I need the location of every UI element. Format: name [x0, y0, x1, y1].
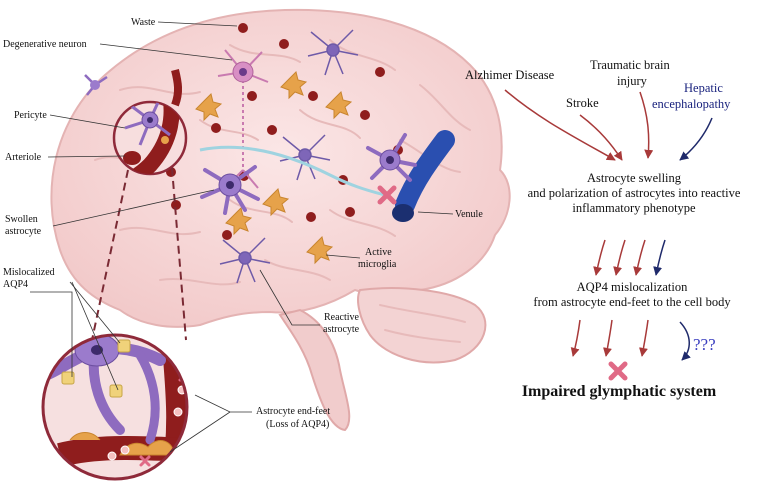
zoom-connector-right — [171, 167, 187, 341]
reactive-astrocyte — [279, 134, 331, 181]
waste-particle — [308, 91, 318, 101]
arrow-alzheimer — [504, 89, 616, 161]
microglia-cell — [280, 71, 308, 100]
cause-hepatic-2: encephalopathy — [652, 97, 731, 111]
arrow-step2-a — [570, 319, 581, 357]
arrow-step2-c — [639, 319, 649, 357]
arrow-stroke — [579, 114, 623, 161]
astrocyte-on-venule — [366, 133, 417, 182]
arrow-step1-a — [593, 239, 606, 276]
cause-hepatic-1: Hepatic — [684, 81, 723, 95]
cause-tbi-2: injury — [617, 74, 648, 88]
result-impaired-glymphatic: Impaired glymphatic system — [522, 383, 717, 400]
end-feet-inset — [41, 333, 189, 481]
reactive-astrocyte — [307, 29, 359, 76]
arrow-step1-b — [613, 239, 626, 276]
labels-center: Venule Active microglia Reactive astrocy… — [169, 209, 483, 453]
label-pericyte: Pericyte — [14, 110, 47, 121]
waste-particle — [375, 67, 385, 77]
arrow-step1-d — [653, 239, 666, 276]
impaired-cross — [608, 361, 628, 381]
waste-particle — [306, 212, 316, 222]
arrow-hepatic — [679, 117, 713, 161]
waste-particle — [267, 125, 277, 135]
swollen-astrocyte — [200, 165, 260, 215]
label-active-microglia-2: microglia — [358, 259, 397, 270]
label-degenerative-neuron: Degenerative neuron — [3, 39, 87, 50]
waste-particle — [247, 91, 257, 101]
step1-line2: and polarization of astrocytes into reac… — [528, 186, 741, 200]
microglia-cell — [306, 236, 334, 265]
label-reactive-astrocyte-1: Reactive — [324, 312, 360, 323]
label-venule: Venule — [455, 209, 483, 220]
waste-particle — [345, 207, 355, 217]
waste-particle — [238, 23, 248, 33]
step2-line2: from astrocyte end-feet to the cell body — [533, 295, 731, 309]
arteriole-zoom — [84, 69, 188, 176]
aqp4-channel — [61, 339, 131, 398]
label-arteriole: Arteriole — [5, 152, 42, 163]
label-active-microglia-1: Active — [365, 247, 392, 258]
microglia-cells — [195, 71, 353, 265]
waste-particle — [222, 230, 232, 240]
brain-cerebrum — [50, 8, 511, 328]
waste-particle — [211, 123, 221, 133]
glymphatic-flow — [199, 145, 386, 197]
microglia-cell — [325, 91, 353, 120]
venule-vessel — [366, 130, 455, 222]
arrow-tbi — [639, 91, 654, 159]
brain-folds — [94, 39, 471, 343]
reactive-astrocyte — [219, 237, 271, 284]
label-swollen-astrocyte-2: astrocyte — [5, 226, 42, 237]
label-mislocalized-1: Mislocalized — [3, 267, 55, 278]
pathway-flowchart: Alzhimer Disease Traumatic brain injury … — [465, 58, 741, 400]
degenerative-neuron — [217, 49, 269, 189]
cause-tbi-1: Traumatic brain — [590, 58, 670, 72]
brain-cerebellum — [357, 287, 487, 364]
microglia-cell — [195, 93, 223, 122]
cause-alzheimer: Alzhimer Disease — [465, 68, 555, 82]
label-mislocalized-2: AQP4 — [3, 279, 28, 290]
brain-stem — [278, 308, 351, 432]
arrow-step2-d — [679, 321, 691, 361]
label-waste: Waste — [131, 17, 156, 28]
waste-particle — [279, 39, 289, 49]
unknown-mechanism: ??? — [693, 335, 716, 354]
label-end-feet-2: (Loss of AQP4) — [266, 419, 329, 430]
waste-particle — [171, 200, 181, 210]
label-end-feet-1: Astrocyte end-feet — [256, 406, 330, 417]
microglia-cell — [225, 207, 253, 236]
zoom-connector-left — [91, 169, 129, 341]
microglia-cell — [262, 188, 290, 217]
blocked-flow-cross — [377, 185, 397, 205]
arrow-step1-c — [633, 239, 646, 276]
reactive-astrocytes — [219, 29, 359, 284]
label-reactive-astrocyte-2: astrocyte — [323, 324, 360, 335]
arrow-step2-b — [603, 319, 613, 357]
labels-left: Waste Degenerative neuron Pericyte Arter… — [3, 17, 238, 391]
cause-stroke: Stroke — [566, 96, 599, 110]
brain-illustration — [50, 8, 511, 432]
step2-line1: AQP4 mislocalization — [577, 280, 688, 294]
waste-particle — [360, 110, 370, 120]
step1-line3: inflammatory phenotype — [572, 201, 696, 215]
step1-line1: Astrocyte swelling — [587, 171, 682, 185]
label-swollen-astrocyte-1: Swollen — [5, 214, 38, 225]
